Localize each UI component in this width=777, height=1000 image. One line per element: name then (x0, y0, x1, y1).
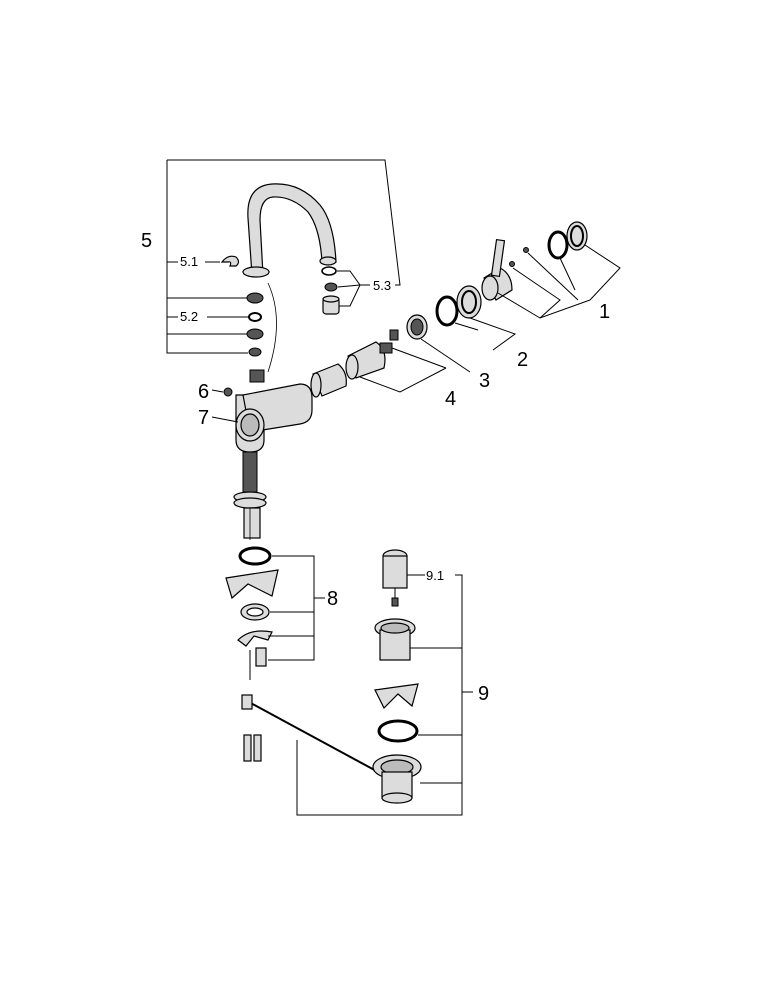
cartridge-sleeve (310, 363, 347, 398)
cartridge-part-4 (345, 329, 399, 380)
screw-part-6 (223, 387, 233, 397)
label-9: 9 (478, 683, 489, 705)
label-3: 3 (479, 370, 490, 392)
pop-up-rod (241, 694, 381, 774)
label-1: 1 (599, 301, 610, 323)
label-5-1: 5.1 (180, 254, 198, 269)
spout (242, 183, 337, 278)
aerator-parts-5-3 (321, 266, 340, 315)
drain-part-9 (372, 549, 422, 804)
label-8: 8 (327, 588, 338, 610)
washer-stack-5-2 (246, 292, 264, 357)
label-5-3: 5.3 (373, 278, 391, 293)
label-5-2: 5.2 (180, 309, 198, 324)
mounting-kit-part-8 (225, 546, 279, 680)
label-4: 4 (445, 388, 456, 410)
label-2: 2 (517, 349, 528, 371)
label-9-1: 9.1 (426, 568, 444, 583)
assembly-arrow (267, 282, 277, 373)
nut-part-3 (406, 314, 428, 340)
faucet-body (233, 369, 313, 540)
label-6: 6 (198, 381, 209, 403)
handle-part-1 (481, 221, 588, 301)
leader-lines (166, 159, 621, 816)
label-5: 5 (141, 230, 152, 252)
rings-part-2 (435, 285, 482, 327)
label-7: 7 (198, 407, 209, 429)
clip-part-5-1 (220, 255, 240, 267)
